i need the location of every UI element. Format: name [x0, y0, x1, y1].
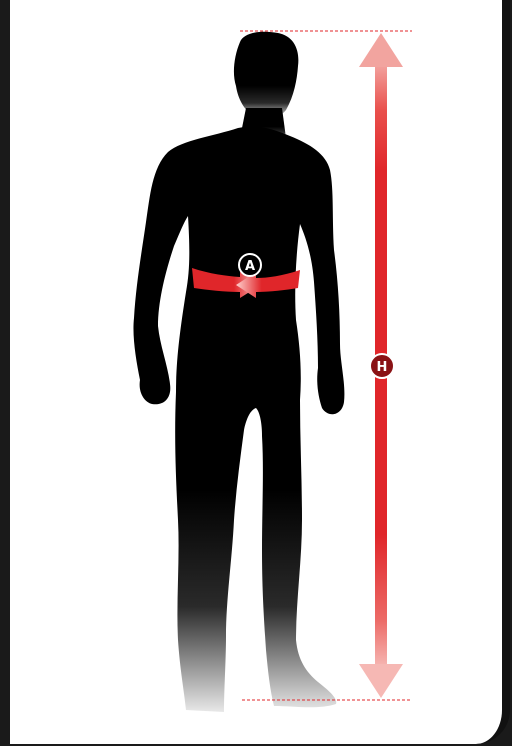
waist-marker-label: A [245, 259, 255, 274]
height-marker: H [370, 354, 394, 378]
height-arrow-bottom-head [359, 664, 403, 698]
waist-marker: A [239, 254, 261, 276]
height-marker-label: H [377, 360, 388, 375]
body-silhouette [133, 32, 344, 712]
height-arrow-top-head [359, 33, 403, 67]
